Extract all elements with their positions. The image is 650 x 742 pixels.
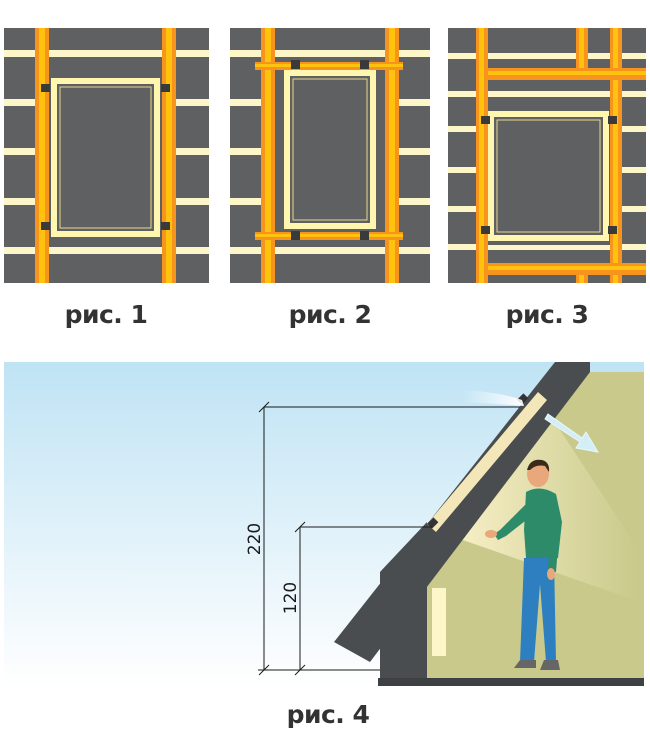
window-frame-inner bbox=[292, 78, 368, 221]
window-frame bbox=[284, 70, 376, 229]
figure-1 bbox=[4, 28, 209, 283]
knee-wall bbox=[380, 522, 427, 680]
lower-hinge bbox=[427, 517, 439, 529]
mounting-brackets bbox=[291, 60, 369, 240]
window-frame bbox=[51, 78, 160, 237]
figure-4: 220 120 bbox=[0, 362, 650, 692]
window-glazing bbox=[427, 392, 547, 532]
figure-2 bbox=[230, 28, 430, 283]
dimension-lines bbox=[258, 401, 520, 676]
rafters bbox=[476, 28, 622, 283]
figure-2-drawing bbox=[230, 28, 430, 283]
figure-4-drawing: 220 120 bbox=[4, 362, 644, 687]
trimmer-bars bbox=[488, 68, 646, 275]
rafters bbox=[261, 28, 399, 283]
airflow-arrow bbox=[544, 413, 599, 453]
dimension-upper: 220 bbox=[245, 523, 265, 555]
left-hand bbox=[485, 530, 497, 538]
hair bbox=[527, 459, 550, 472]
mounting-brackets bbox=[481, 116, 617, 234]
figure-1-drawing bbox=[4, 28, 209, 283]
jeans bbox=[520, 558, 556, 662]
incoming-air bbox=[462, 390, 524, 406]
support-bars bbox=[255, 62, 403, 240]
left-shoe bbox=[514, 660, 536, 668]
window-frame-inner bbox=[59, 86, 152, 229]
right-hand bbox=[547, 568, 555, 580]
caption-fig1: рис. 1 bbox=[64, 300, 148, 329]
floor bbox=[378, 678, 644, 686]
window-frame bbox=[488, 111, 609, 241]
wall-light-panel bbox=[432, 588, 446, 656]
figure-3-drawing bbox=[448, 28, 646, 283]
figure-3 bbox=[448, 28, 646, 283]
left-arm bbox=[494, 502, 534, 540]
caption-fig2: рис. 2 bbox=[288, 300, 372, 329]
mounting-brackets bbox=[41, 84, 170, 230]
caption-fig3: рис. 3 bbox=[505, 300, 589, 329]
window-frame-inner bbox=[496, 119, 601, 233]
right-arm bbox=[548, 502, 560, 572]
caption-fig4: рис. 4 bbox=[286, 700, 370, 729]
person bbox=[485, 459, 562, 670]
dimension-lower: 120 bbox=[281, 582, 301, 614]
right-shoe bbox=[540, 660, 560, 670]
